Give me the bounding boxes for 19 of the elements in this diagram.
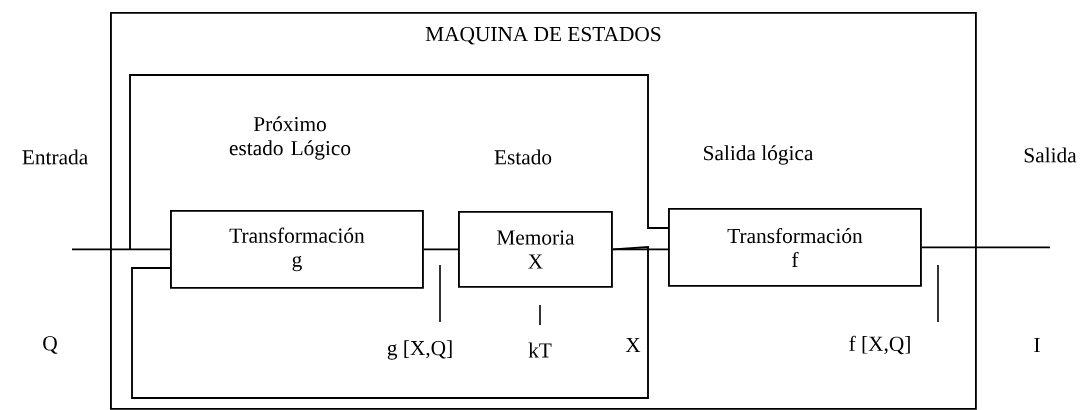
- text-label: g [X,Q]: [387, 340, 452, 360]
- process-box: Transformación f: [668, 208, 922, 287]
- connector-line: [920, 246, 1051, 249]
- text-label: Q: [43, 336, 58, 354]
- text-label: f [X,Q]: [849, 335, 910, 355]
- process-box: Memoria X: [458, 211, 613, 288]
- text-label: Próximo estado Lógico: [229, 116, 351, 160]
- text-label: Salida lógica: [704, 145, 814, 165]
- text-label: Estado: [494, 149, 552, 165]
- text-label: Entrada: [22, 149, 88, 165]
- text-label: X: [625, 338, 641, 352]
- connector-line: [129, 74, 669, 250]
- connector-line: [422, 248, 459, 251]
- connector-line: [131, 246, 649, 399]
- process-box: Transformación g: [170, 210, 424, 289]
- text-label: I: [1034, 338, 1040, 352]
- connector-line: [71, 248, 171, 251]
- text-label: Salida: [1024, 147, 1077, 163]
- text-label: kT: [528, 342, 552, 358]
